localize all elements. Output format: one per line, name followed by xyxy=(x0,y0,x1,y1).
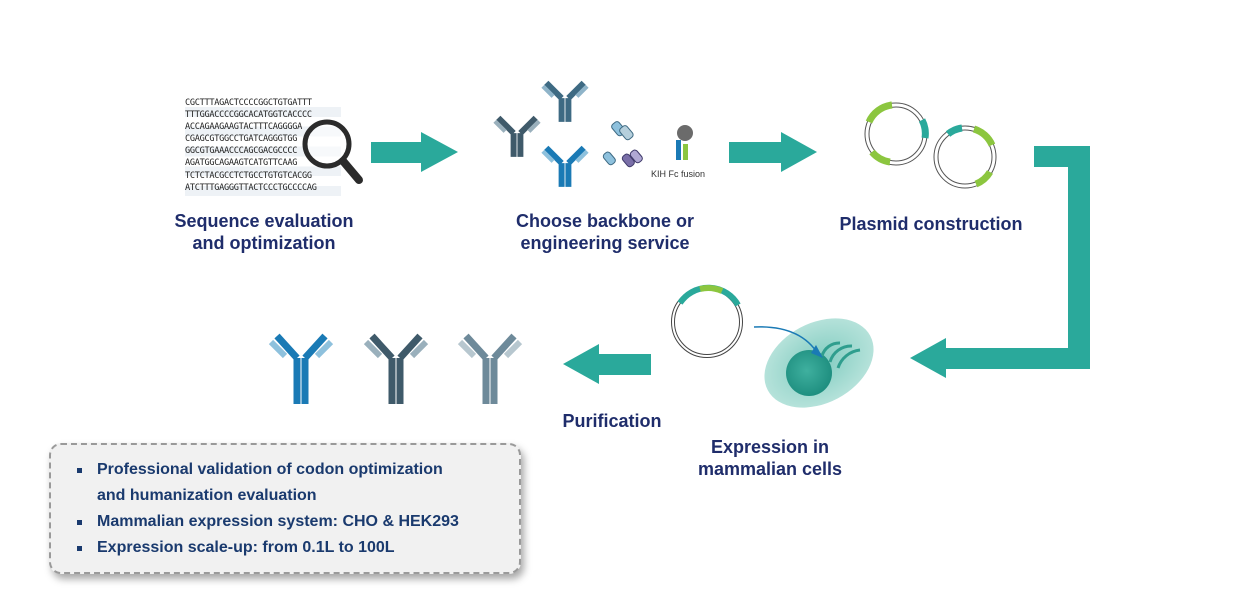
step-label-expression: Expression in mammalian cells xyxy=(680,436,860,480)
step-label-line: mammalian cells xyxy=(697,459,843,479)
antibody-icon xyxy=(268,333,334,404)
sequence-line: ATCTTTGAGGGTTACTCCCTGCCCCAG xyxy=(185,182,317,193)
step-label-line: Sequence evaluation xyxy=(174,211,354,231)
antibody-icon xyxy=(457,333,523,404)
feature-item: Professional validation of codon optimiz… xyxy=(77,457,519,483)
feature-list: Professional validation of codon optimiz… xyxy=(51,445,519,561)
fragment-icon xyxy=(602,121,643,168)
plasmid-icon xyxy=(864,101,929,166)
step-label-backbone: Choose backbone or engineering service xyxy=(490,210,720,254)
step-label-line: engineering service xyxy=(520,233,690,253)
sequence-line: GGCGTGAAACCCAGCGACGCCCC xyxy=(185,146,298,157)
kih-label: KIH Fc fusion xyxy=(651,169,706,179)
cell-icon xyxy=(753,318,874,408)
antibody-icon xyxy=(363,333,429,404)
feature-text: Expression scale-up: from 0.1L to 100L xyxy=(97,539,395,556)
antibody-icon xyxy=(541,80,589,122)
sequence-line: CGAGCGTGGCCTGATCAGGGTGG xyxy=(185,134,298,145)
step-label-purification: Purification xyxy=(546,410,678,432)
feature-box: Professional validation of codon optimiz… xyxy=(49,443,521,574)
feature-text: Mammalian expression system: CHO & HEK29… xyxy=(97,513,459,530)
kih-fc-fusion-icon xyxy=(676,125,693,160)
bullet-icon xyxy=(77,520,82,525)
sequence-line: AGATGGCAGAAGTCATGTTCAAG xyxy=(185,158,298,169)
plasmid-icon xyxy=(933,124,997,189)
step-label-line: and optimization xyxy=(192,233,336,253)
arrow-icon xyxy=(563,344,651,384)
feature-item: Mammalian expression system: CHO & HEK29… xyxy=(77,509,519,535)
feature-item: and humanization evaluation xyxy=(77,483,519,509)
feature-text: Professional validation of codon optimiz… xyxy=(97,461,443,478)
step-label-line: Plasmid construction xyxy=(839,214,1023,234)
step-label-line: Expression in xyxy=(710,437,830,457)
sequence-line: ACCAGAAGAAGTACTTTCAGGGGA xyxy=(185,122,302,133)
bullet-icon xyxy=(77,546,82,551)
plasmid-icon xyxy=(671,284,743,358)
connector-arrow-icon xyxy=(910,146,1090,378)
bullet-icon xyxy=(77,468,82,473)
feature-text: and humanization evaluation xyxy=(97,487,317,504)
sequence-line: CGCTTTAGACTCCCCGGCTGTGATTT xyxy=(185,98,312,108)
arrow-icon xyxy=(729,132,817,172)
antibody-icon xyxy=(541,145,589,187)
step-label-sequence: Sequence evaluation and optimization xyxy=(150,210,378,254)
antibody-icon xyxy=(493,115,541,157)
sequence-line: TCTCTACGCCTCTGCCTGTGTCACGG xyxy=(185,170,312,181)
arrow-icon xyxy=(371,132,458,172)
step-label-line: Purification xyxy=(562,411,662,431)
step-label-plasmid: Plasmid construction xyxy=(820,213,1042,235)
magnifier-icon xyxy=(302,119,363,184)
sequence-line: TTTGGACCCCGGCACATGGTCACCCC xyxy=(185,110,312,121)
step-label-line: Choose backbone or xyxy=(515,211,695,231)
feature-item: Expression scale-up: from 0.1L to 100L xyxy=(77,535,519,561)
